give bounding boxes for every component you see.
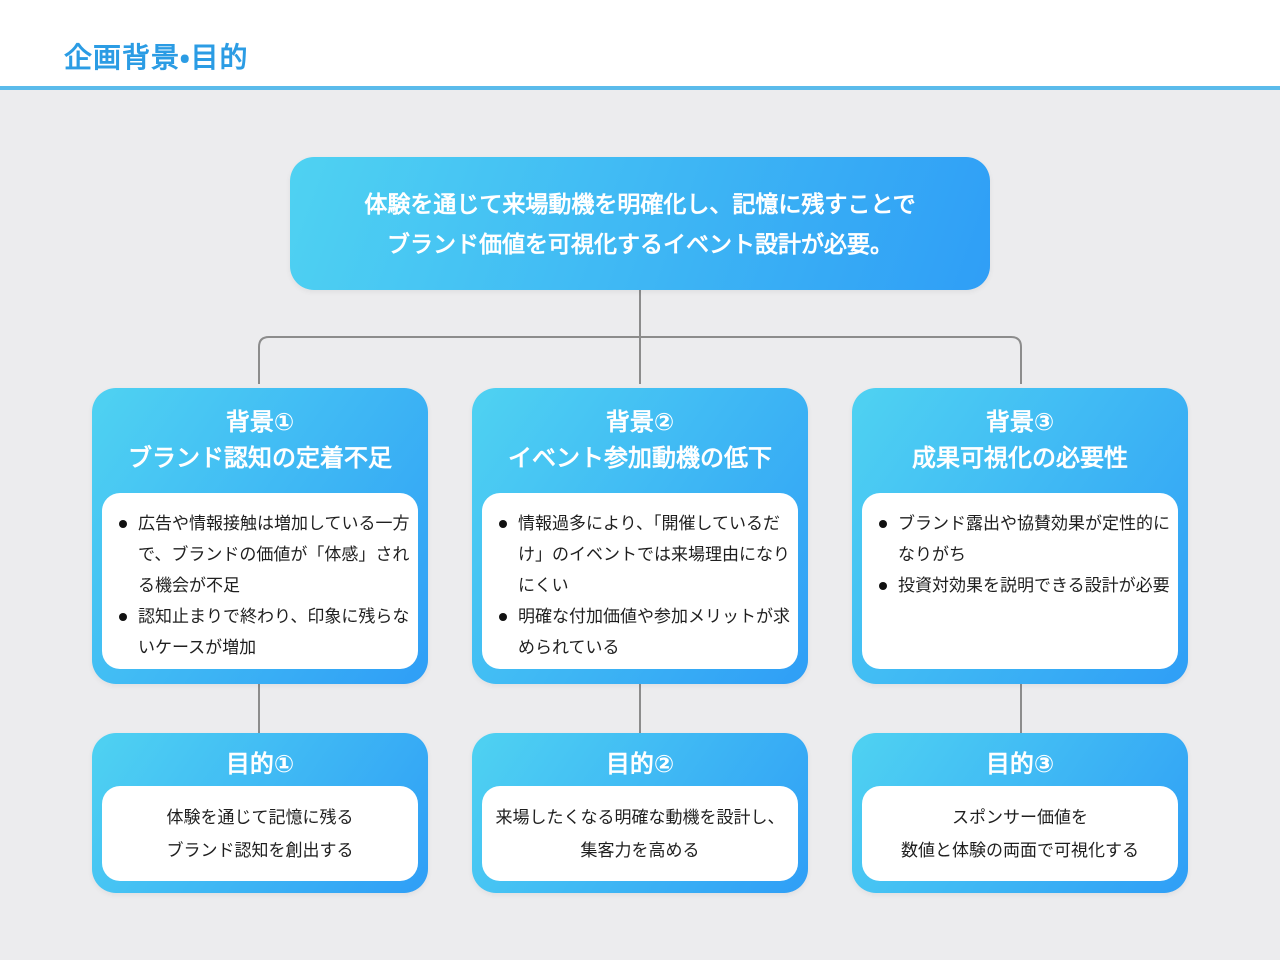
background-box-1: 背景① ブランド認知の定着不足 広告や情報接触は増加している一方で、ブランドの価… — [92, 388, 428, 684]
bullet-dot-icon — [879, 582, 887, 590]
purpose-3-panel: スポンサー価値を 数値と体験の両面で可視化する — [862, 786, 1178, 881]
background-3-label: 背景③ — [985, 409, 1055, 436]
purpose-2-line-2: 集客力を高める — [580, 840, 700, 860]
bullet-item: 広告や情報接触は増加している一方で、ブランドの価値が「体感」される機会が不足 — [116, 508, 410, 601]
purpose-1-label: 目的① — [225, 751, 295, 778]
purpose-box-1: 目的① 体験を通じて記憶に残る ブランド認知を創出する — [92, 733, 428, 893]
purpose-2-line-1: 来場したくなる明確な動機を設計し、 — [495, 807, 785, 827]
purpose-box-2: 目的② 来場したくなる明確な動機を設計し、 集客力を高める — [472, 733, 808, 893]
bullet-dot-icon — [879, 520, 887, 528]
background-box-3: 背景③ 成果可視化の必要性 ブランド露出や協賛効果が定性的になりがち 投資対効果… — [852, 388, 1188, 684]
page-title: 企画背景・目的 — [64, 42, 249, 73]
background-box-2: 背景② イベント参加動機の低下 情報過多により、「開催しているだけ」のイベントで… — [472, 388, 808, 684]
bullet-item: 認知止まりで終わり、印象に残らないケースが増加 — [116, 601, 410, 663]
purpose-3-label: 目的③ — [985, 751, 1055, 778]
background-2-subtitle: イベント参加動機の低下 — [508, 445, 772, 472]
bullet-text: 明確な付加価値や参加メリットが求められている — [518, 607, 790, 657]
background-3-bullet-list: ブランド露出や協賛効果が定性的になりがち 投資対効果を説明できる設計が必要 — [876, 508, 1170, 601]
purpose-3-line-2: 数値と体験の両面で可視化する — [901, 840, 1139, 860]
purpose-3-line-1: スポンサー価値を — [952, 807, 1088, 827]
bullet-dot-icon — [119, 613, 127, 621]
summary-line-1: 体験を通じて来場動機を明確化し、記憶に残すことで — [364, 190, 916, 217]
bullet-item: 投資対効果を説明できる設計が必要 — [876, 570, 1170, 601]
bullet-dot-icon — [499, 613, 507, 621]
summary-box: 体験を通じて来場動機を明確化し、記憶に残すことで ブランド価値を可視化するイベン… — [290, 157, 990, 290]
bullet-dot-icon — [119, 520, 127, 528]
purpose-1-line-2: ブランド認知を創出する — [166, 840, 354, 860]
purpose-box-3: 目的③ スポンサー価値を 数値と体験の両面で可視化する — [852, 733, 1188, 893]
purpose-2-panel: 来場したくなる明確な動機を設計し、 集客力を高める — [482, 786, 798, 881]
background-1-label: 背景① — [225, 409, 295, 436]
bullet-text: 認知止まりで終わり、印象に残らないケースが増加 — [138, 607, 410, 657]
background-3-panel: ブランド露出や協賛効果が定性的になりがち 投資対効果を説明できる設計が必要 — [862, 493, 1178, 669]
purpose-1-panel: 体験を通じて記憶に残る ブランド認知を創出する — [102, 786, 418, 881]
bullet-item: ブランド露出や協賛効果が定性的になりがち — [876, 508, 1170, 570]
bullet-text: 広告や情報接触は増加している一方で、ブランドの価値が「体感」される機会が不足 — [138, 514, 410, 595]
bullet-text: 投資対効果を説明できる設計が必要 — [898, 576, 1170, 595]
bullet-text: ブランド露出や協賛効果が定性的になりがち — [898, 514, 1170, 564]
background-2-panel: 情報過多により、「開催しているだけ」のイベントでは来場理由になりにくい 明確な付… — [482, 493, 798, 669]
purpose-1-line-1: 体験を通じて記憶に残る — [166, 807, 354, 827]
background-2-bullet-list: 情報過多により、「開催しているだけ」のイベントでは来場理由になりにくい 明確な付… — [496, 508, 790, 663]
background-2-label: 背景② — [605, 409, 675, 436]
purpose-2-label: 目的② — [605, 751, 675, 778]
background-1-subtitle: ブランド認知の定着不足 — [128, 445, 392, 472]
summary-line-2: ブランド価値を可視化するイベント設計が必要。 — [387, 230, 893, 257]
background-3-subtitle: 成果可視化の必要性 — [912, 445, 1128, 472]
bullet-text: 情報過多により、「開催しているだけ」のイベントでは来場理由になりにくい — [518, 514, 790, 595]
bullet-dot-icon — [499, 520, 507, 528]
background-1-panel: 広告や情報接触は増加している一方で、ブランドの価値が「体感」される機会が不足 認… — [102, 493, 418, 669]
connector-branch-bracket — [258, 336, 1022, 384]
background-1-bullet-list: 広告や情報接触は増加している一方で、ブランドの価値が「体感」される機会が不足 認… — [116, 508, 410, 663]
slide-header: 企画背景・目的 — [0, 0, 1280, 90]
bullet-item: 明確な付加価値や参加メリットが求められている — [496, 601, 790, 663]
bullet-item: 情報過多により、「開催しているだけ」のイベントでは来場理由になりにくい — [496, 508, 790, 601]
